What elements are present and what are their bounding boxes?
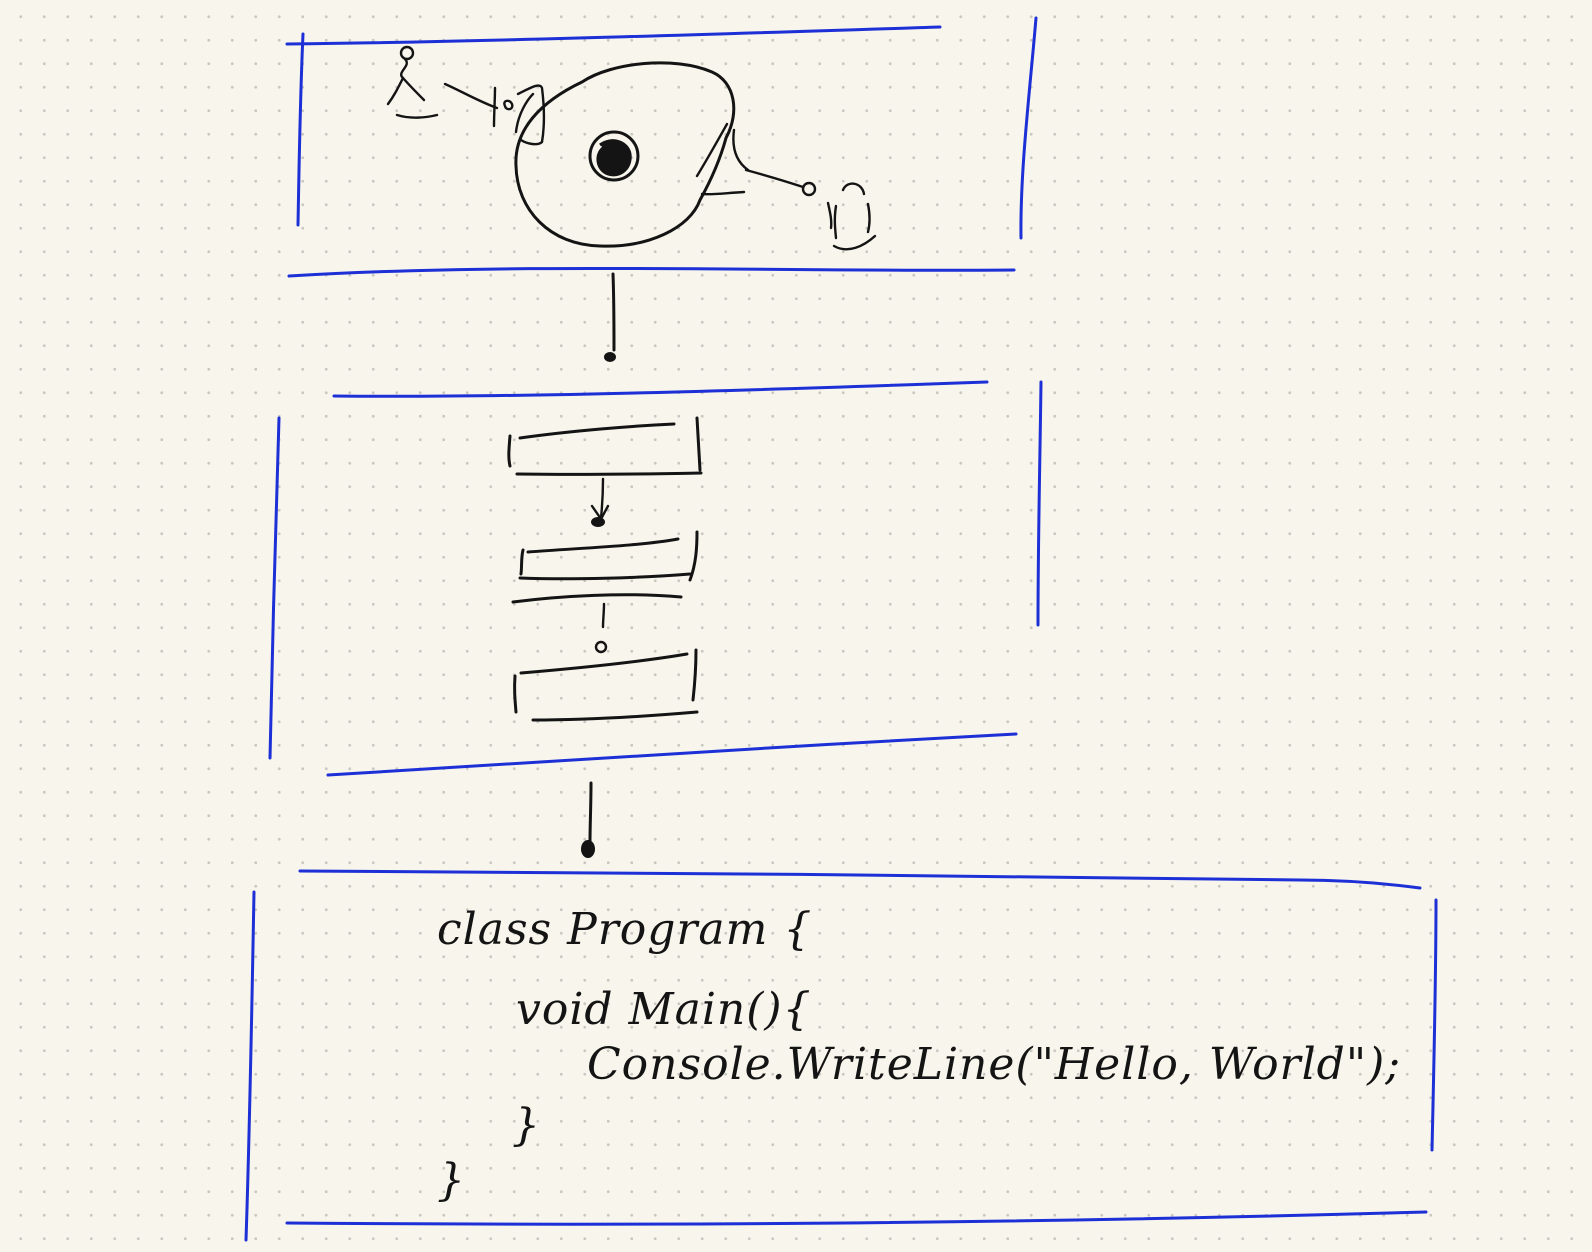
component-box-2: [511, 530, 699, 604]
panel-context: [285, 16, 1038, 278]
component-box-1: [507, 416, 703, 476]
database-port: [801, 181, 817, 197]
code-line-5: }: [437, 1155, 466, 1206]
zoom-connector-1: [604, 272, 616, 362]
code-sketch: class Program { void Main(){ Console.Wri…: [437, 904, 1401, 1206]
panel-components-left-line: [268, 416, 281, 760]
system-boundary-circle: [514, 61, 736, 248]
user-interface-socket: [492, 86, 514, 128]
code-line-1: class Program {: [437, 904, 812, 955]
user-connector: [443, 82, 499, 110]
code-line-4: }: [512, 1100, 541, 1151]
panel-code: class Program { void Main(){ Console.Wri…: [244, 869, 1438, 1242]
panel-components-right-line: [1036, 380, 1043, 627]
user-actor-icon: [386, 45, 439, 119]
panel-code-right-line: [1430, 898, 1438, 1152]
panel-code-left-line: [244, 890, 256, 1242]
panel-context-bottom-line: [287, 266, 1016, 278]
panel-context-top-line: [285, 25, 942, 46]
zoom-connector-2: [581, 781, 595, 858]
dependency-arrow-1: [590, 477, 610, 527]
code-line-3: Console.WriteLine("Hello, World");: [587, 1039, 1401, 1090]
panel-context-right-line: [1019, 16, 1038, 240]
system-core-icon: [588, 130, 640, 182]
provided-interface-right: [695, 122, 750, 196]
database-icon: [826, 182, 877, 251]
panel-context-left-line: [296, 32, 305, 227]
provided-interface-left: [514, 84, 546, 146]
dependency-arrow-2: [594, 602, 608, 654]
database-connector: [744, 168, 805, 189]
panel-components: [268, 380, 1043, 777]
panel-code-bottom-line: [285, 1210, 1428, 1226]
code-line-2: void Main(){: [516, 984, 812, 1035]
component-box-3: [513, 648, 699, 722]
panel-code-top-line: [298, 869, 1422, 890]
panel-components-top-line: [332, 380, 989, 398]
panel-components-bottom-line: [326, 732, 1018, 777]
